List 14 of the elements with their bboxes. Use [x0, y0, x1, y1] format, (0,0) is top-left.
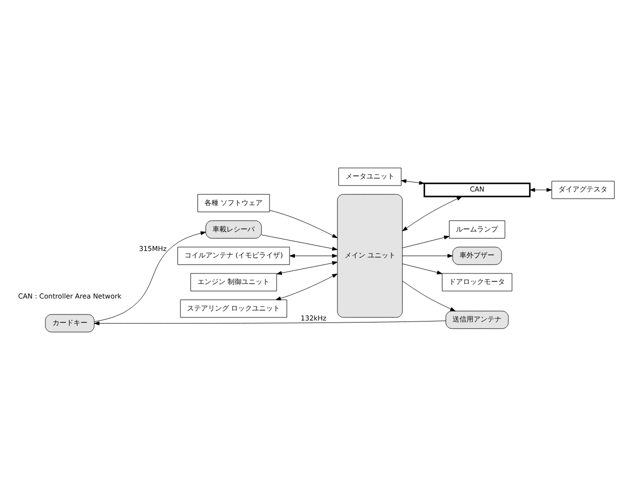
- arrow: [94, 320, 446, 326]
- arrow: [269, 210, 338, 238]
- arrow: [402, 236, 450, 248]
- arrow: [276, 274, 338, 300]
- arrow: [94, 231, 206, 322]
- arrow: [290, 254, 338, 258]
- arrow: [402, 280, 456, 312]
- arrow: [530, 188, 552, 192]
- arrow: [276, 261, 338, 275]
- arrow: [402, 196, 462, 232]
- arrow: [402, 264, 442, 274]
- arrow: [402, 254, 453, 258]
- arrow: [401, 179, 424, 185]
- arrow: [261, 234, 338, 251]
